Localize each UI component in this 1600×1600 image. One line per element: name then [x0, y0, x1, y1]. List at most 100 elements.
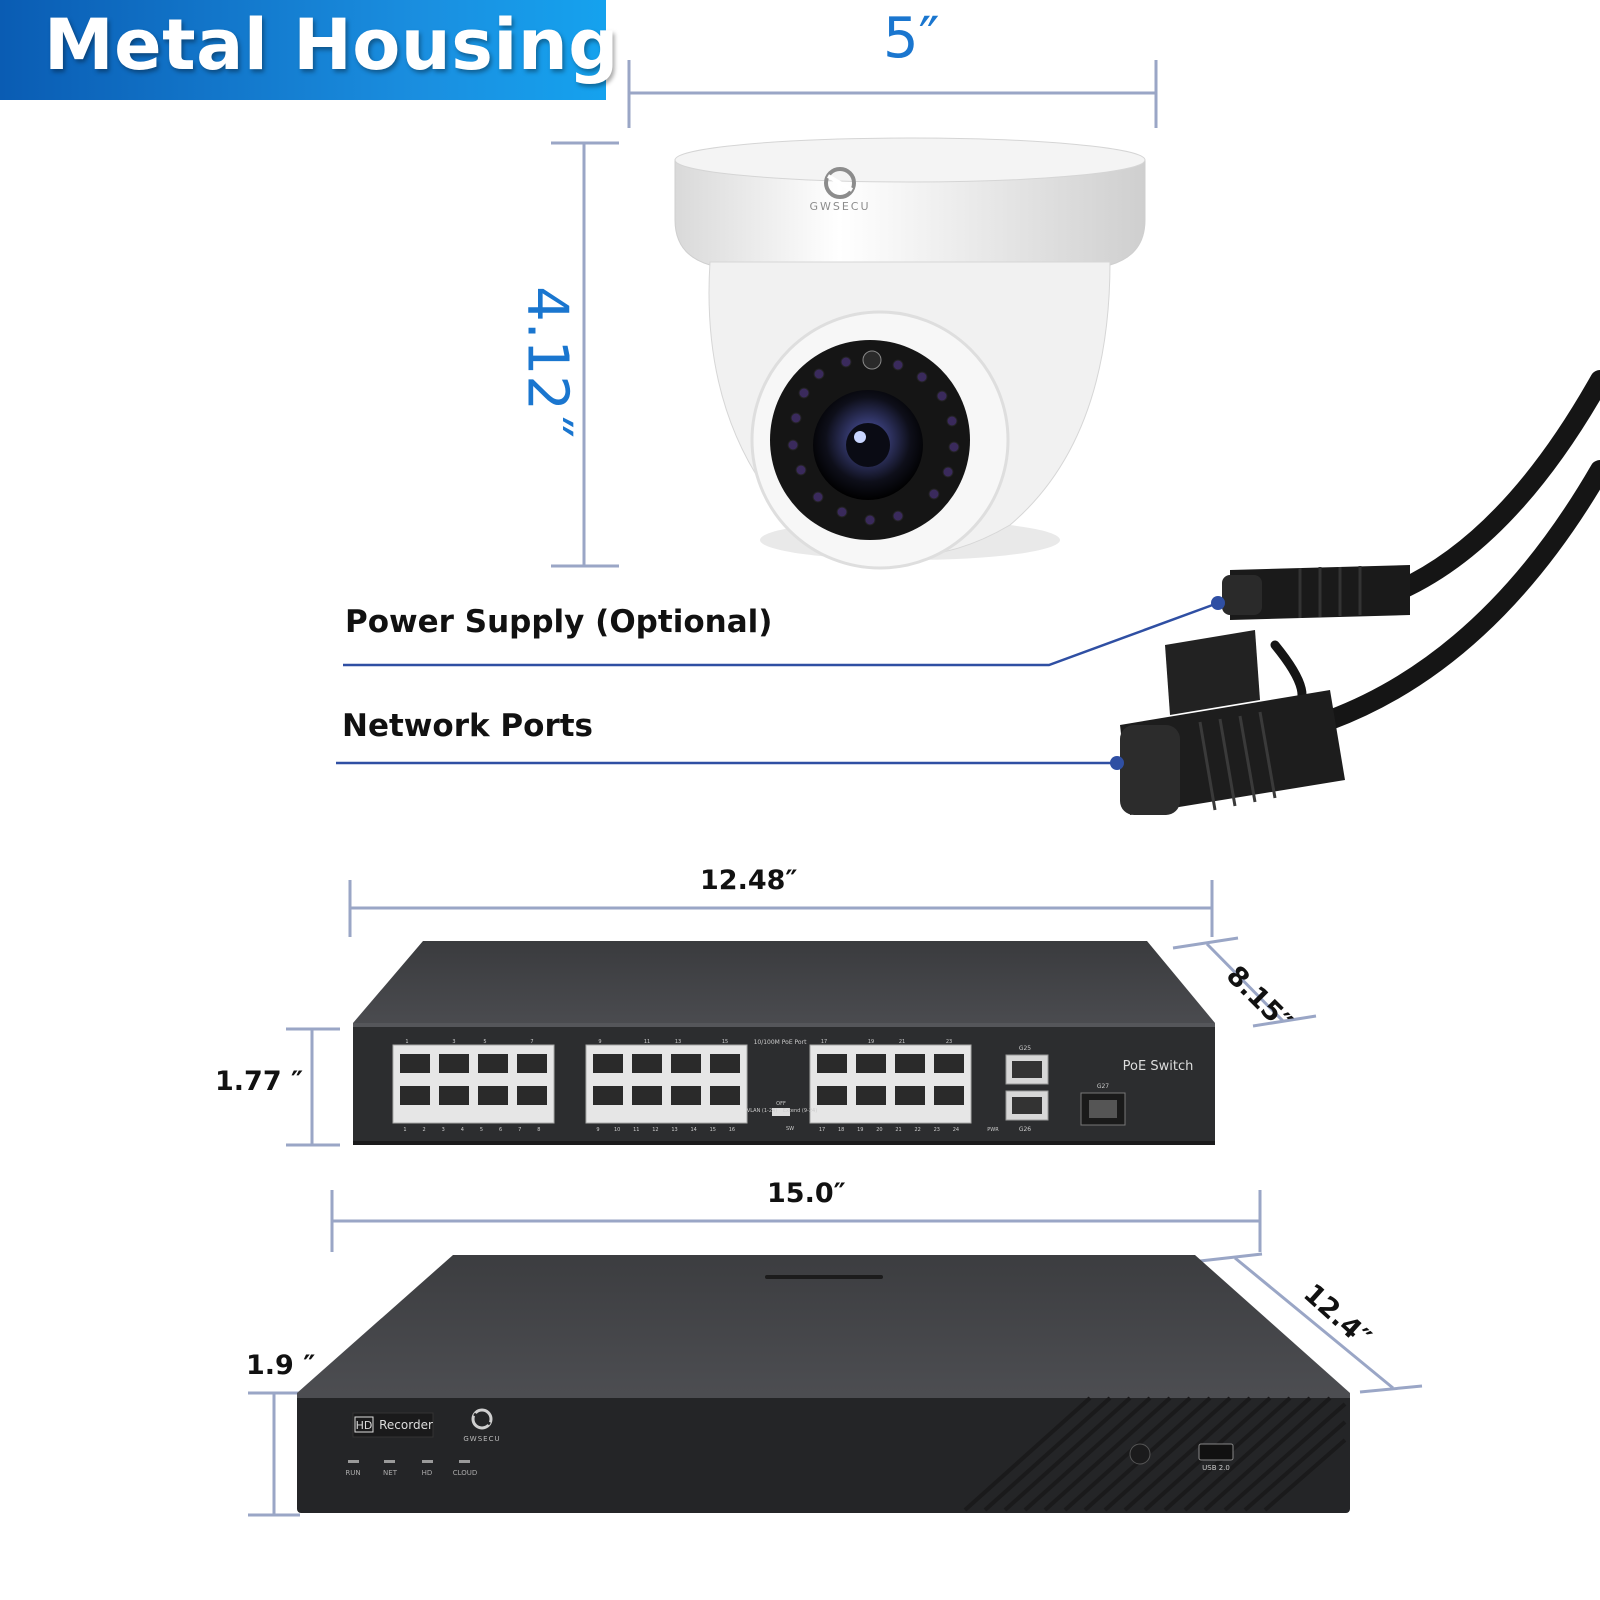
port-top-number: 17 — [821, 1039, 827, 1045]
camera-logo-icon — [824, 167, 856, 199]
port-top-number: 3 — [452, 1039, 455, 1045]
dome-camera — [674, 137, 1146, 570]
port-bottom-number: 13 — [671, 1127, 677, 1133]
switch-height-dimension — [286, 1027, 340, 1147]
nvr-led-net: NET — [383, 1469, 398, 1477]
network-callout-dot — [1110, 756, 1124, 770]
port-top-number: 7 — [530, 1039, 533, 1045]
switch-depth-dimension — [1172, 936, 1317, 1028]
port-bottom-number: 5 — [480, 1127, 483, 1133]
port-bottom-number: 24 — [953, 1127, 959, 1133]
port-bottom-number: 16 — [729, 1127, 735, 1133]
nvr-led-run: RUN — [345, 1469, 360, 1477]
port-top-number: 21 — [899, 1039, 905, 1045]
port-top-number: 5 — [483, 1039, 486, 1045]
ethernet-port — [593, 1054, 623, 1073]
mode-switch — [772, 1108, 790, 1116]
power-callout-dot — [1211, 596, 1225, 610]
ethernet-port — [517, 1086, 547, 1105]
uplink-ports — [1005, 1054, 1126, 1126]
banner-title: Metal Housing — [44, 4, 619, 86]
port-bottom-number: 18 — [838, 1127, 844, 1133]
nvr-usb-label: USB 2.0 — [1202, 1464, 1230, 1472]
nvr-front-grille — [963, 1396, 1347, 1512]
port-top-number: 9 — [598, 1039, 601, 1045]
port-bottom-number: 4 — [461, 1127, 464, 1133]
camera-width-label: 5″ — [883, 6, 940, 71]
ethernet-port — [895, 1086, 925, 1105]
ethernet-port — [478, 1086, 508, 1105]
port-bottom-number: 12 — [652, 1127, 658, 1133]
port-top-number: 1 — [405, 1039, 408, 1045]
switch-name: PoE Switch — [1123, 1059, 1194, 1074]
port-bottom-number: 2 — [423, 1127, 426, 1133]
ethernet-port — [671, 1086, 701, 1105]
ethernet-port — [817, 1054, 847, 1073]
port-bottom-number: 10 — [614, 1127, 620, 1133]
port-bottom-number: 17 — [819, 1127, 825, 1133]
nvr-logo-icon — [471, 1408, 493, 1430]
port-top-number: 11 — [644, 1039, 650, 1045]
switch-label-vlan: VLAN (1-24) — [747, 1108, 777, 1114]
nvr-badge-hd: HD — [356, 1419, 373, 1432]
power-callout-line — [343, 601, 1219, 667]
nvr-brand: GWSECU — [463, 1435, 500, 1443]
ethernet-port — [632, 1086, 662, 1105]
switch-label-pwr: PWR — [987, 1127, 999, 1133]
switch-label-off: OFF — [776, 1101, 786, 1107]
ethernet-port — [817, 1086, 847, 1105]
ethernet-port — [439, 1054, 469, 1073]
ethernet-port — [856, 1054, 886, 1073]
camera-height-dimension — [551, 141, 619, 568]
ethernet-port — [710, 1086, 740, 1105]
port-bottom-number: 14 — [690, 1127, 696, 1133]
port-bottom-number: 22 — [914, 1127, 920, 1133]
port-top-number: 13 — [675, 1039, 681, 1045]
ethernet-port — [934, 1086, 964, 1105]
port-bottom-number: 15 — [710, 1127, 716, 1133]
title-banner: Metal Housing — [0, 0, 618, 100]
switch-label-extend: Extend (9-24) — [783, 1108, 817, 1114]
port-top-number: 23 — [946, 1039, 952, 1045]
ethernet-port — [632, 1054, 662, 1073]
ethernet-port — [439, 1086, 469, 1105]
ethernet-port — [517, 1054, 547, 1073]
uplink-label-g25: G25 — [1019, 1045, 1031, 1052]
camera-brand: GWSECU — [809, 200, 870, 213]
switch-port-group-label: 10/100M PoE Port — [754, 1039, 808, 1046]
switch-width-dimension — [348, 880, 1214, 937]
nvr-power-button — [1129, 1443, 1151, 1465]
nvr-height-label: 1.9 ″ — [246, 1350, 316, 1381]
port-bottom-number: 11 — [633, 1127, 639, 1133]
nvr-badge-text: Recorder — [379, 1418, 433, 1432]
port-bottom-number: 23 — [934, 1127, 940, 1133]
port-bottom-number: 8 — [537, 1127, 540, 1133]
switch-label-sw: SW — [786, 1126, 794, 1132]
nvr-recorder — [297, 1255, 1350, 1513]
network-ports-label: Network Ports — [342, 708, 593, 744]
port-bottom-number: 6 — [499, 1127, 502, 1133]
port-top-number: 15 — [722, 1039, 728, 1045]
port-bottom-number: 21 — [895, 1127, 901, 1133]
camera-cables — [1270, 370, 1600, 730]
ethernet-port — [710, 1054, 740, 1073]
ethernet-port — [400, 1054, 430, 1073]
nvr-status-leds — [348, 1460, 470, 1463]
uplink-label-g26: G26 — [1019, 1126, 1031, 1133]
nvr-usb-port — [1198, 1443, 1234, 1461]
port-bottom-number: 9 — [596, 1127, 599, 1133]
power-connector — [1222, 565, 1410, 620]
ethernet-port — [593, 1086, 623, 1105]
camera-height-label: 4.12˝ — [514, 286, 580, 439]
ethernet-port — [934, 1054, 964, 1073]
nvr-led-hd: HD — [422, 1469, 433, 1477]
port-top-number: 19 — [868, 1039, 874, 1045]
port-bottom-number: 1 — [403, 1127, 406, 1133]
port-bottom-number: 7 — [518, 1127, 521, 1133]
nvr-width-dimension — [330, 1190, 1262, 1252]
ethernet-port — [895, 1054, 925, 1073]
port-bottom-number: 20 — [876, 1127, 882, 1133]
switch-height-label: 1.77 ″ — [215, 1066, 304, 1097]
